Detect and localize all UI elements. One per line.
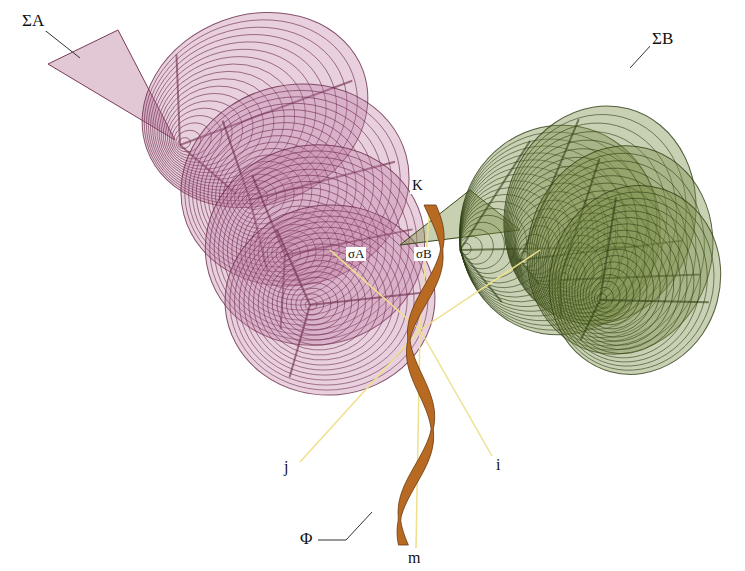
part-label: m bbox=[406, 549, 422, 567]
helix-disc bbox=[576, 255, 647, 331]
axis-line bbox=[330, 250, 420, 330]
helix-disc bbox=[264, 251, 377, 355]
helix-disc bbox=[456, 219, 508, 273]
helix-disc bbox=[560, 226, 679, 352]
generator-line bbox=[277, 229, 310, 305]
helix-disc bbox=[222, 202, 435, 398]
leader-line bbox=[630, 44, 652, 68]
helix-disc bbox=[580, 263, 639, 326]
generator-line bbox=[581, 300, 600, 340]
helix-disc bbox=[248, 232, 399, 370]
part-label: Φ bbox=[298, 530, 314, 549]
helix-disc bbox=[540, 189, 718, 379]
helix-disc bbox=[217, 196, 443, 404]
part-label: σA bbox=[346, 247, 366, 261]
leader-line bbox=[318, 512, 372, 540]
helix-disc bbox=[572, 248, 655, 336]
generator-line bbox=[460, 250, 502, 302]
axis-lines bbox=[300, 205, 540, 548]
part-label: ΣB bbox=[650, 30, 675, 49]
helix-disc bbox=[544, 196, 710, 373]
generator-line bbox=[600, 300, 709, 302]
helix-disc bbox=[552, 211, 694, 363]
helix-disc bbox=[564, 233, 671, 347]
surface-a bbox=[48, 0, 443, 404]
part-label: σB bbox=[414, 247, 434, 261]
helix-disc bbox=[588, 278, 624, 316]
part-label: K bbox=[410, 177, 425, 194]
surface-b bbox=[400, 84, 742, 394]
part-label: ΣA bbox=[20, 12, 46, 31]
helix-disc bbox=[592, 285, 616, 310]
helix-disc bbox=[568, 241, 663, 342]
helix-disc bbox=[528, 166, 741, 394]
generator-line bbox=[176, 54, 180, 145]
helix-disc bbox=[536, 181, 726, 383]
ribbon-strip bbox=[397, 205, 444, 545]
helix-disc bbox=[258, 245, 383, 360]
generator-line bbox=[290, 305, 310, 377]
generator-line bbox=[600, 197, 616, 300]
helix-disc bbox=[548, 203, 702, 367]
helix-disc bbox=[227, 208, 428, 393]
leader-line bbox=[42, 28, 80, 58]
helix-disc bbox=[274, 263, 362, 344]
helix-disc bbox=[556, 218, 686, 357]
part-label: j bbox=[282, 458, 290, 476]
generator-line bbox=[310, 293, 424, 305]
leader-lines bbox=[42, 28, 652, 540]
part-label: i bbox=[494, 456, 502, 474]
ribbon-surface bbox=[397, 205, 444, 545]
helix-disc bbox=[584, 270, 631, 321]
helix-disc bbox=[253, 239, 391, 366]
axis-line bbox=[300, 330, 420, 462]
helix-disc bbox=[532, 174, 734, 389]
helix-disc bbox=[243, 226, 406, 376]
helix-disc bbox=[233, 214, 421, 387]
